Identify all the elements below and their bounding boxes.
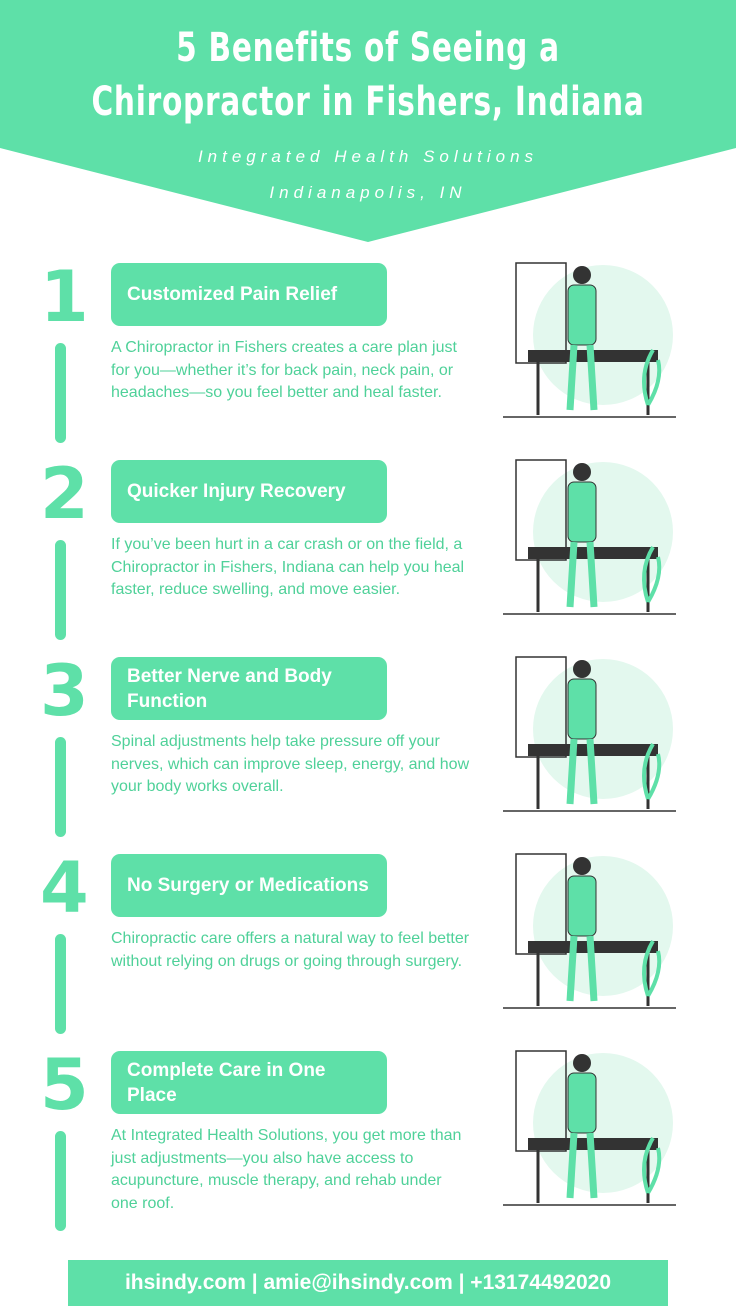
business-name: Integrated Health Solutions <box>197 147 539 166</box>
benefit-description: At Integrated Health Solutions, you get … <box>111 1127 462 1212</box>
benefit-number: 3 <box>40 650 89 732</box>
benefit-number: 1 <box>40 256 89 338</box>
benefit-title: Better Nerve and Body Function <box>111 657 387 720</box>
divider-bar <box>55 934 66 1034</box>
benefit-title-text: No Surgery or Medications <box>127 875 369 896</box>
benefit-title-text: Better Nerve and Body Function <box>127 665 332 712</box>
benefit-number: 4 <box>40 847 89 929</box>
benefit-title-text: Customized Pain Relief <box>127 284 338 305</box>
page-title-line1: 5 Benefits of Seeing a <box>176 25 560 71</box>
benefit-description: If you’ve been hurt in a car crash or on… <box>111 536 465 598</box>
benefit-title: Complete Care in One Place <box>111 1051 387 1114</box>
benefit-title: Quicker Injury Recovery <box>111 460 387 523</box>
page-title-line2: Chiropractor in Fishers, Indiana <box>91 79 645 125</box>
divider-bar <box>55 737 66 837</box>
chiropractic-illustration <box>503 1050 676 1206</box>
chiropractic-illustration <box>503 459 676 615</box>
benefit-title-text: Quicker Injury Recovery <box>127 481 346 502</box>
benefit-description: A Chiropractor in Fishers creates a care… <box>111 339 457 401</box>
benefit-section: 2 Quicker Injury Recovery If you’ve been… <box>0 454 736 657</box>
chiropractic-illustration <box>503 262 676 418</box>
chiropractic-illustration <box>503 656 676 812</box>
benefit-section: 4 No Surgery or Medications Chiropractic… <box>0 848 736 1051</box>
benefit-section: 5 Complete Care in One Place At Integrat… <box>0 1045 736 1248</box>
contact-footer: ihsindy.com | amie@ihsindy.com | +131744… <box>68 1260 668 1306</box>
benefit-title: Customized Pain Relief <box>111 263 387 326</box>
divider-bar <box>55 1131 66 1231</box>
divider-bar <box>55 540 66 640</box>
divider-bar <box>55 343 66 443</box>
benefit-description: Spinal adjustments help take pressure of… <box>111 733 470 795</box>
benefit-number: 2 <box>40 453 89 535</box>
benefit-title: No Surgery or Medications <box>111 854 387 917</box>
benefit-section: 3 Better Nerve and Body Function Spinal … <box>0 651 736 854</box>
chiropractic-illustration <box>503 853 676 1009</box>
benefit-title-text: Complete Care in One Place <box>127 1059 326 1106</box>
benefit-number: 5 <box>40 1044 89 1126</box>
header-banner <box>0 0 736 242</box>
benefit-description: Chiropractic care offers a natural way t… <box>111 930 470 970</box>
location: Indianapolis, IN <box>269 183 467 202</box>
benefit-section: 1 Customized Pain Relief A Chiropractor … <box>0 257 736 460</box>
